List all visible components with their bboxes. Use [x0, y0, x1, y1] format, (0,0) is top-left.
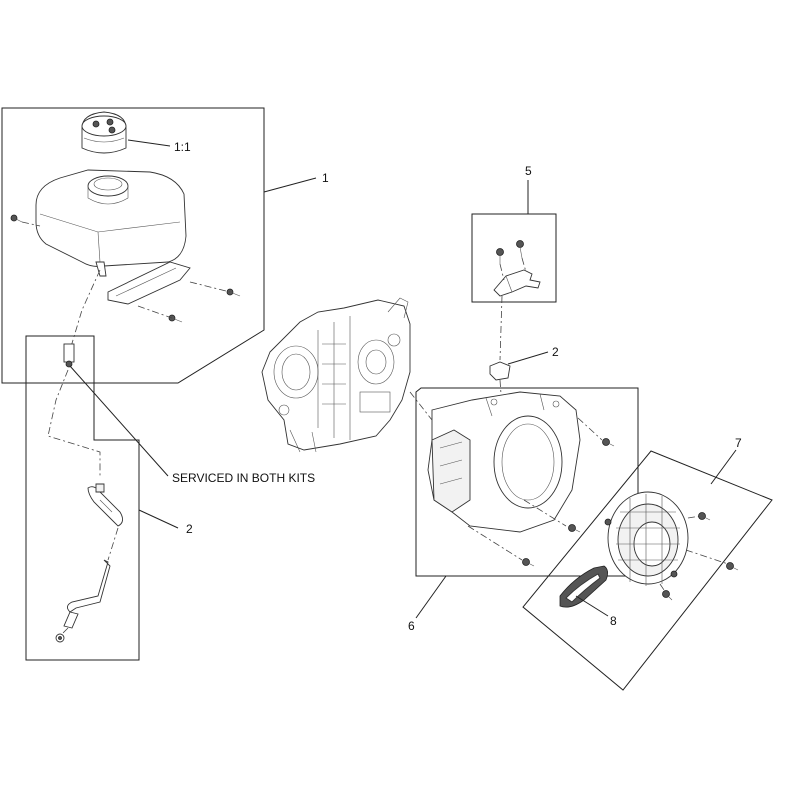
assembly-line: [409, 391, 433, 421]
leader-line: [710, 449, 737, 485]
assembly-line: [499, 263, 505, 281]
blower-housing-kit-box: [415, 387, 639, 577]
assembly-line: [467, 525, 523, 561]
bolt-icon: [698, 512, 711, 521]
assembly-line: [47, 369, 101, 478]
bolt-icon: [168, 314, 183, 323]
assembly-line: [685, 549, 729, 565]
assembly-line: [577, 417, 603, 441]
callout-recoil-starter-kit: 7: [735, 436, 742, 450]
callout-fuel-valve-clip: 2: [552, 345, 559, 359]
callout-starter-handle: 8: [610, 614, 617, 628]
fuel-tank-icon: [35, 169, 187, 277]
assembly-line: [107, 527, 119, 561]
callout-fuel-line-kit: 2: [186, 522, 193, 536]
callout-fuel-cap: 1:1: [174, 140, 191, 154]
bolt-icon: [522, 558, 535, 567]
assembly-line: [659, 583, 665, 591]
assembly-line: [499, 379, 503, 409]
mounting-bracket-icon: [493, 269, 541, 297]
engine-block-icon: [261, 297, 411, 453]
bolt-icon: [226, 288, 241, 297]
leader-line: [69, 365, 169, 477]
fuel-valve-icon: [63, 343, 75, 368]
recoil-starter-kit-box: [522, 450, 773, 691]
callout-bracket-kit: 5: [525, 164, 532, 178]
assembly-line: [521, 257, 527, 273]
leader-line: [415, 575, 447, 619]
assembly-line: [189, 281, 231, 293]
bolt-icon: [726, 562, 739, 571]
assembly-line: [499, 295, 503, 361]
assembly-line: [523, 499, 567, 527]
leader-line: [263, 177, 317, 193]
bolt-icon: [496, 248, 504, 264]
recoil-starter-icon: [604, 491, 689, 586]
assembly-line: [69, 269, 101, 351]
blower-housing-icon: [427, 391, 581, 533]
leader-line: [507, 351, 549, 365]
fuel-hose-icon: [87, 483, 123, 527]
serviced-note: SERVICED IN BOTH KITS: [172, 471, 315, 485]
bracket-kit-box: [471, 213, 557, 303]
heat-shield-icon: [107, 261, 191, 305]
fuel-tank-kit-box: [1, 107, 265, 384]
callout-fuel-tank-kit: 1: [322, 171, 329, 185]
leader-line: [138, 509, 179, 529]
assembly-line: [687, 515, 701, 519]
bolt-icon: [516, 240, 524, 259]
fuel-pipe-icon: [63, 559, 111, 629]
bolt-icon: [568, 524, 581, 533]
assembly-line: [137, 305, 173, 319]
assembly-line: [21, 221, 41, 227]
leader-line: [575, 595, 609, 617]
fuel-line-kit-box: [25, 335, 140, 661]
bolt-icon: [10, 214, 23, 223]
bolt-icon: [662, 590, 673, 601]
fuel-cap-icon: [81, 111, 127, 154]
hose-clamp-icon: [55, 633, 65, 643]
callout-blower-housing-kit: 6: [408, 619, 415, 633]
leader-line: [127, 139, 171, 147]
starter-handle-icon: [559, 565, 608, 608]
fuel-valve-clip-icon: [489, 361, 511, 381]
assembly-line: [61, 627, 69, 635]
bolt-icon: [602, 438, 615, 447]
